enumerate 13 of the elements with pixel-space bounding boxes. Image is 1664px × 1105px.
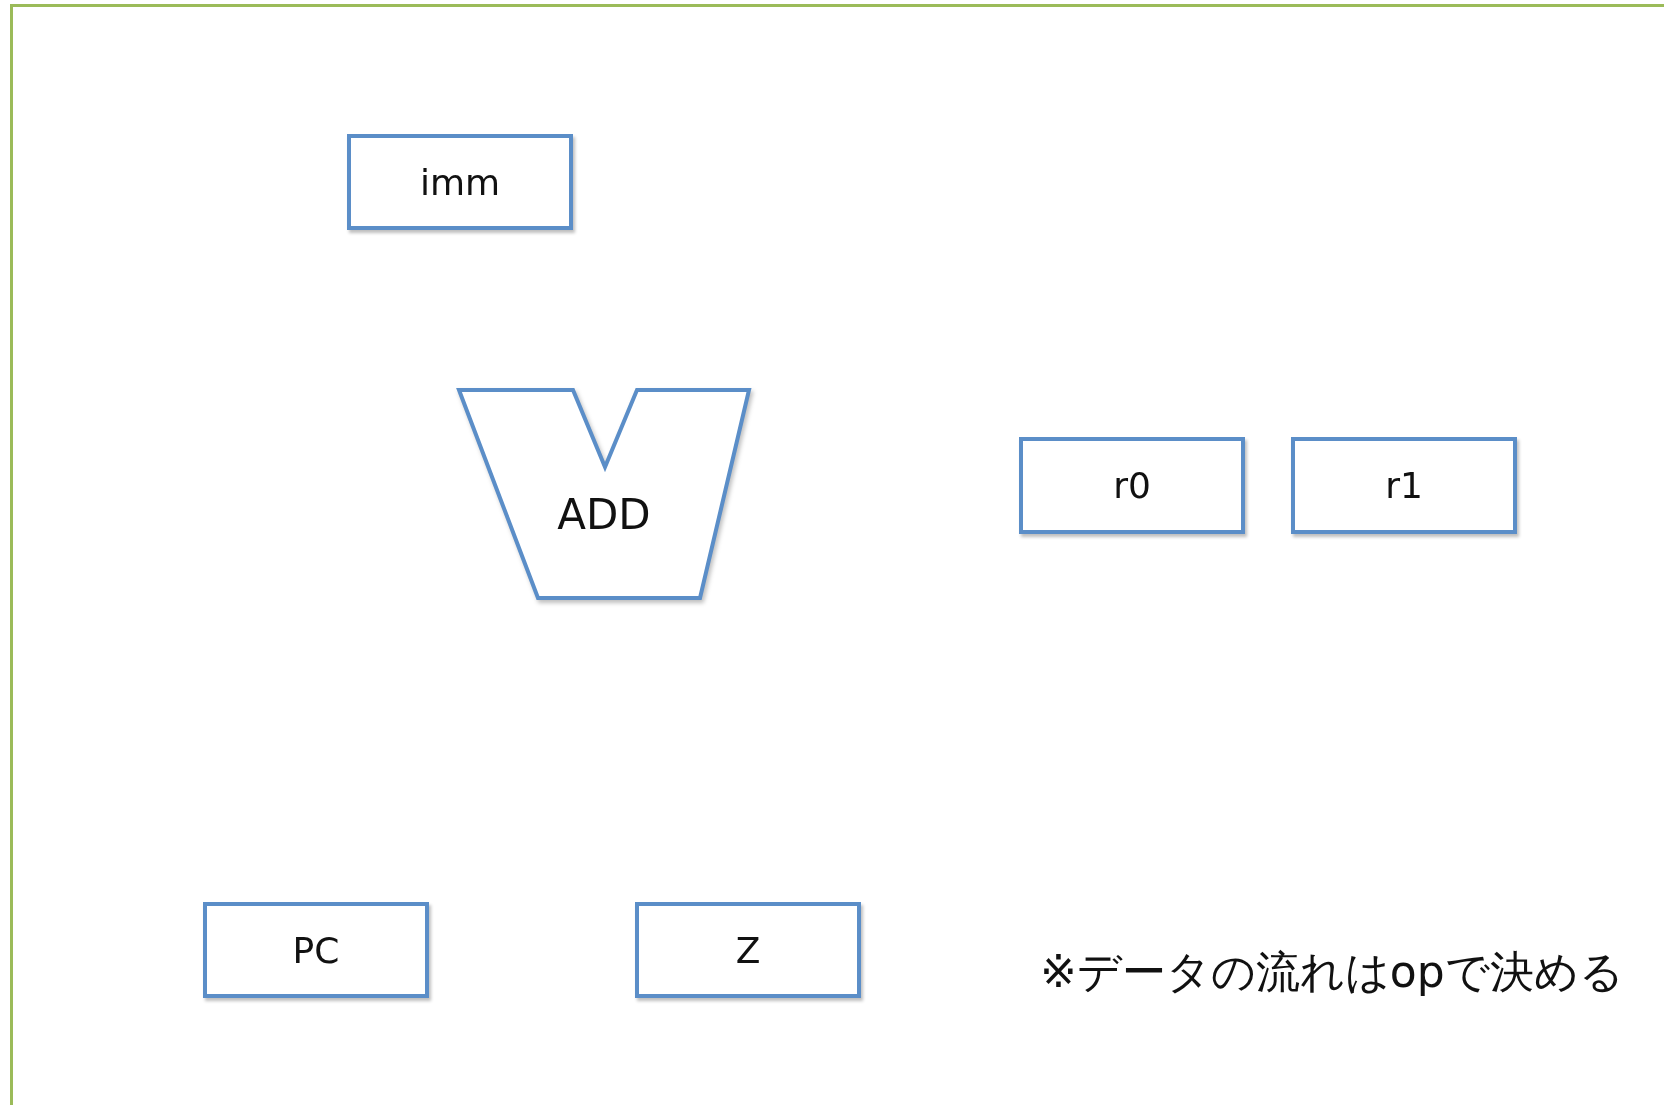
node-label: imm [419, 161, 501, 203]
note-text: ※データの流れはopで決める [1040, 946, 1624, 999]
node-label: Z [735, 929, 761, 971]
node-label: r1 [1385, 465, 1423, 506]
node-label: ADD [557, 489, 651, 539]
adder-trapezoid [459, 390, 749, 598]
register-box [635, 902, 861, 998]
register-box [1291, 437, 1517, 534]
register-box [1019, 437, 1245, 534]
node-label: r0 [1113, 465, 1151, 506]
register-box [203, 902, 429, 998]
register-box [347, 134, 573, 230]
node-label: PC [292, 929, 340, 971]
